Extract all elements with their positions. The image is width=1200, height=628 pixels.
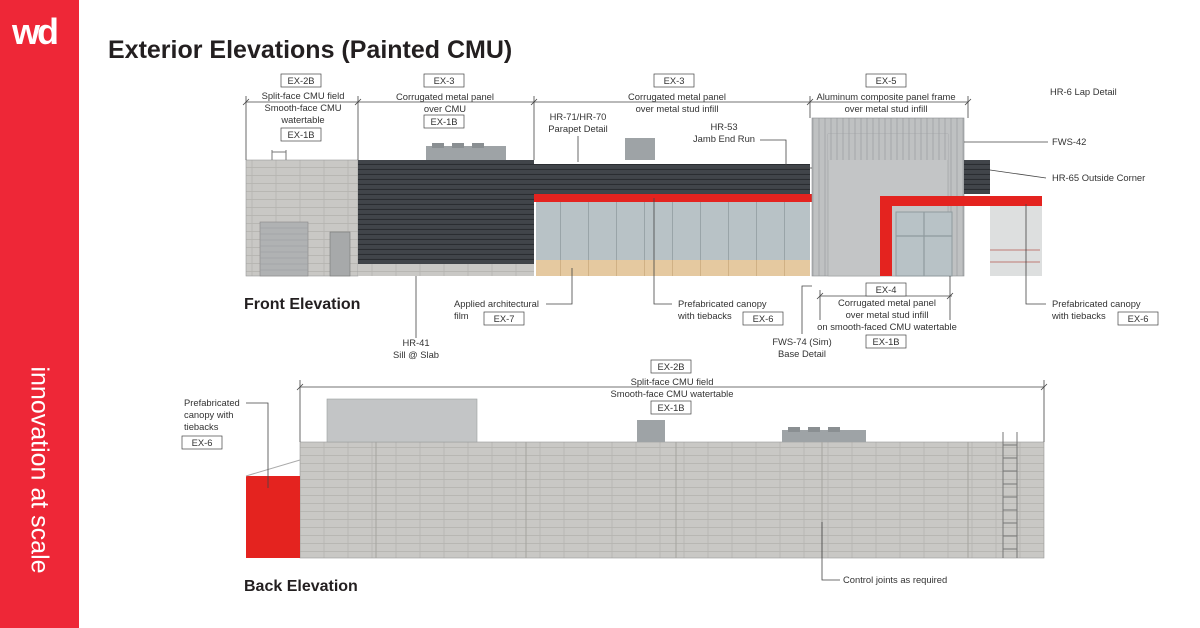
back-canopy-red	[246, 476, 300, 558]
tag-ex2b: EX-2B	[657, 361, 684, 372]
tag-ex7: EX-7	[494, 313, 515, 324]
tag-ex6: EX-6	[192, 437, 213, 448]
front-canopy-red	[534, 194, 812, 202]
note-line: over metal stud infill	[636, 103, 719, 114]
callout-line: Jamb End Run	[693, 133, 755, 144]
note-line: over metal stud infill	[845, 103, 928, 114]
callout-line: Prefabricated	[184, 397, 240, 408]
callout-line: Prefabricated canopy	[678, 298, 767, 309]
tag-ex1b: EX-1B	[872, 336, 899, 347]
note-line: Smooth-face CMU	[264, 102, 341, 113]
note-line: Split-face CMU field	[262, 90, 345, 101]
front-dim-group-4: EX-5 Aluminum composite panel frame over…	[816, 73, 956, 114]
front-elevation-building	[245, 117, 1042, 277]
note-line: over metal stud infill	[846, 309, 929, 320]
note-line: watertable	[280, 114, 324, 125]
note-line: on smooth-faced CMU watertable	[817, 321, 957, 332]
note-line: Corrugated metal panel	[628, 91, 726, 102]
callout-line: Prefabricated canopy	[1052, 298, 1141, 309]
callout-line: Control joints as required	[843, 574, 947, 585]
brand-side-band: wd innovation at scale	[0, 0, 79, 628]
callout-line: HR-71/HR-70	[550, 111, 607, 122]
front-elevation-label: Front Elevation	[244, 296, 360, 313]
callout-line: Sill @ Slab	[393, 349, 439, 360]
callout-line: tiebacks	[184, 421, 219, 432]
tag-ex6: EX-6	[1128, 313, 1149, 324]
callout-hr53: HR-53 Jamb End Run	[693, 121, 812, 169]
tag-ex4: EX-4	[876, 284, 897, 295]
tag-ex3: EX-3	[434, 75, 455, 86]
note-line: Corrugated metal panel	[838, 297, 936, 308]
tag-ex1b: EX-1B	[287, 129, 314, 140]
front-dim-group-3: EX-3 Corrugated metal panel over metal s…	[628, 73, 726, 114]
back-dimension-line	[296, 380, 1048, 442]
callout-hr65: HR-65 Outside Corner	[1052, 172, 1145, 183]
callout-hr41: HR-41 Sill @ Slab	[393, 276, 439, 360]
tag-ex5: EX-5	[876, 75, 897, 86]
front-dim-group-5: EX-4 Corrugated metal panel over metal s…	[816, 276, 957, 349]
tag-ex1b: EX-1B	[430, 116, 457, 127]
callout-line: with tiebacks	[677, 310, 732, 321]
note-line: over CMU	[424, 103, 466, 114]
brand-logo: wd	[12, 11, 59, 52]
note-line: Smooth-face CMU watertable	[611, 388, 734, 399]
tag-ex6: EX-6	[753, 313, 774, 324]
callout-line: canopy with	[184, 409, 234, 420]
callout-line: HR-53	[710, 121, 737, 132]
back-elevation-label: Back Elevation	[244, 578, 358, 595]
callout-film: Applied architectural film EX-7	[454, 268, 573, 326]
callout-control-joints: Control joints as required	[821, 522, 947, 585]
tag-ex3: EX-3	[664, 75, 685, 86]
page-title: Exterior Elevations (Painted CMU)	[108, 36, 513, 64]
back-elevation-building	[245, 398, 1045, 559]
callout-hr71: HR-71/HR-70 Parapet Detail	[548, 111, 608, 162]
note-line: Aluminum composite panel frame	[816, 91, 955, 102]
tag-ex2b: EX-2B	[287, 75, 314, 86]
note-line: Corrugated metal panel	[396, 91, 494, 102]
callout-hr6: HR-6 Lap Detail	[1050, 86, 1117, 97]
callout-line: FWS-74 (Sim)	[772, 336, 831, 347]
roof-ladder	[1002, 432, 1018, 558]
callout-line: Parapet Detail	[548, 123, 607, 134]
callout-line: HR-41	[402, 337, 429, 348]
callout-fws74: FWS-74 (Sim) Base Detail	[772, 285, 832, 359]
overhead-door	[259, 221, 309, 277]
callout-fws42: FWS-42	[1052, 136, 1086, 147]
callout-line: Base Detail	[778, 348, 826, 359]
note-line: Split-face CMU field	[631, 376, 714, 387]
callout-line: Applied architectural	[454, 298, 539, 309]
back-dim-group: EX-2B Split-face CMU field Smooth-face C…	[611, 359, 734, 415]
callout-canopy-1: Prefabricated canopy with tiebacks EX-6	[653, 198, 784, 326]
callout-canopy-2: Prefabricated canopy with tiebacks EX-6	[1025, 204, 1159, 326]
callout-line: with tiebacks	[1051, 310, 1106, 321]
man-door	[329, 231, 351, 277]
front-dim-group-2: EX-3 Corrugated metal panel over CMU EX-…	[396, 73, 494, 129]
front-dimension-line	[242, 96, 972, 160]
callout-back-canopy: Prefabricated canopy with tiebacks EX-6	[181, 397, 269, 488]
callout-line: film	[454, 310, 469, 321]
tag-ex1b: EX-1B	[657, 402, 684, 413]
front-dim-group-1: EX-2B Split-face CMU field Smooth-face C…	[262, 73, 345, 142]
